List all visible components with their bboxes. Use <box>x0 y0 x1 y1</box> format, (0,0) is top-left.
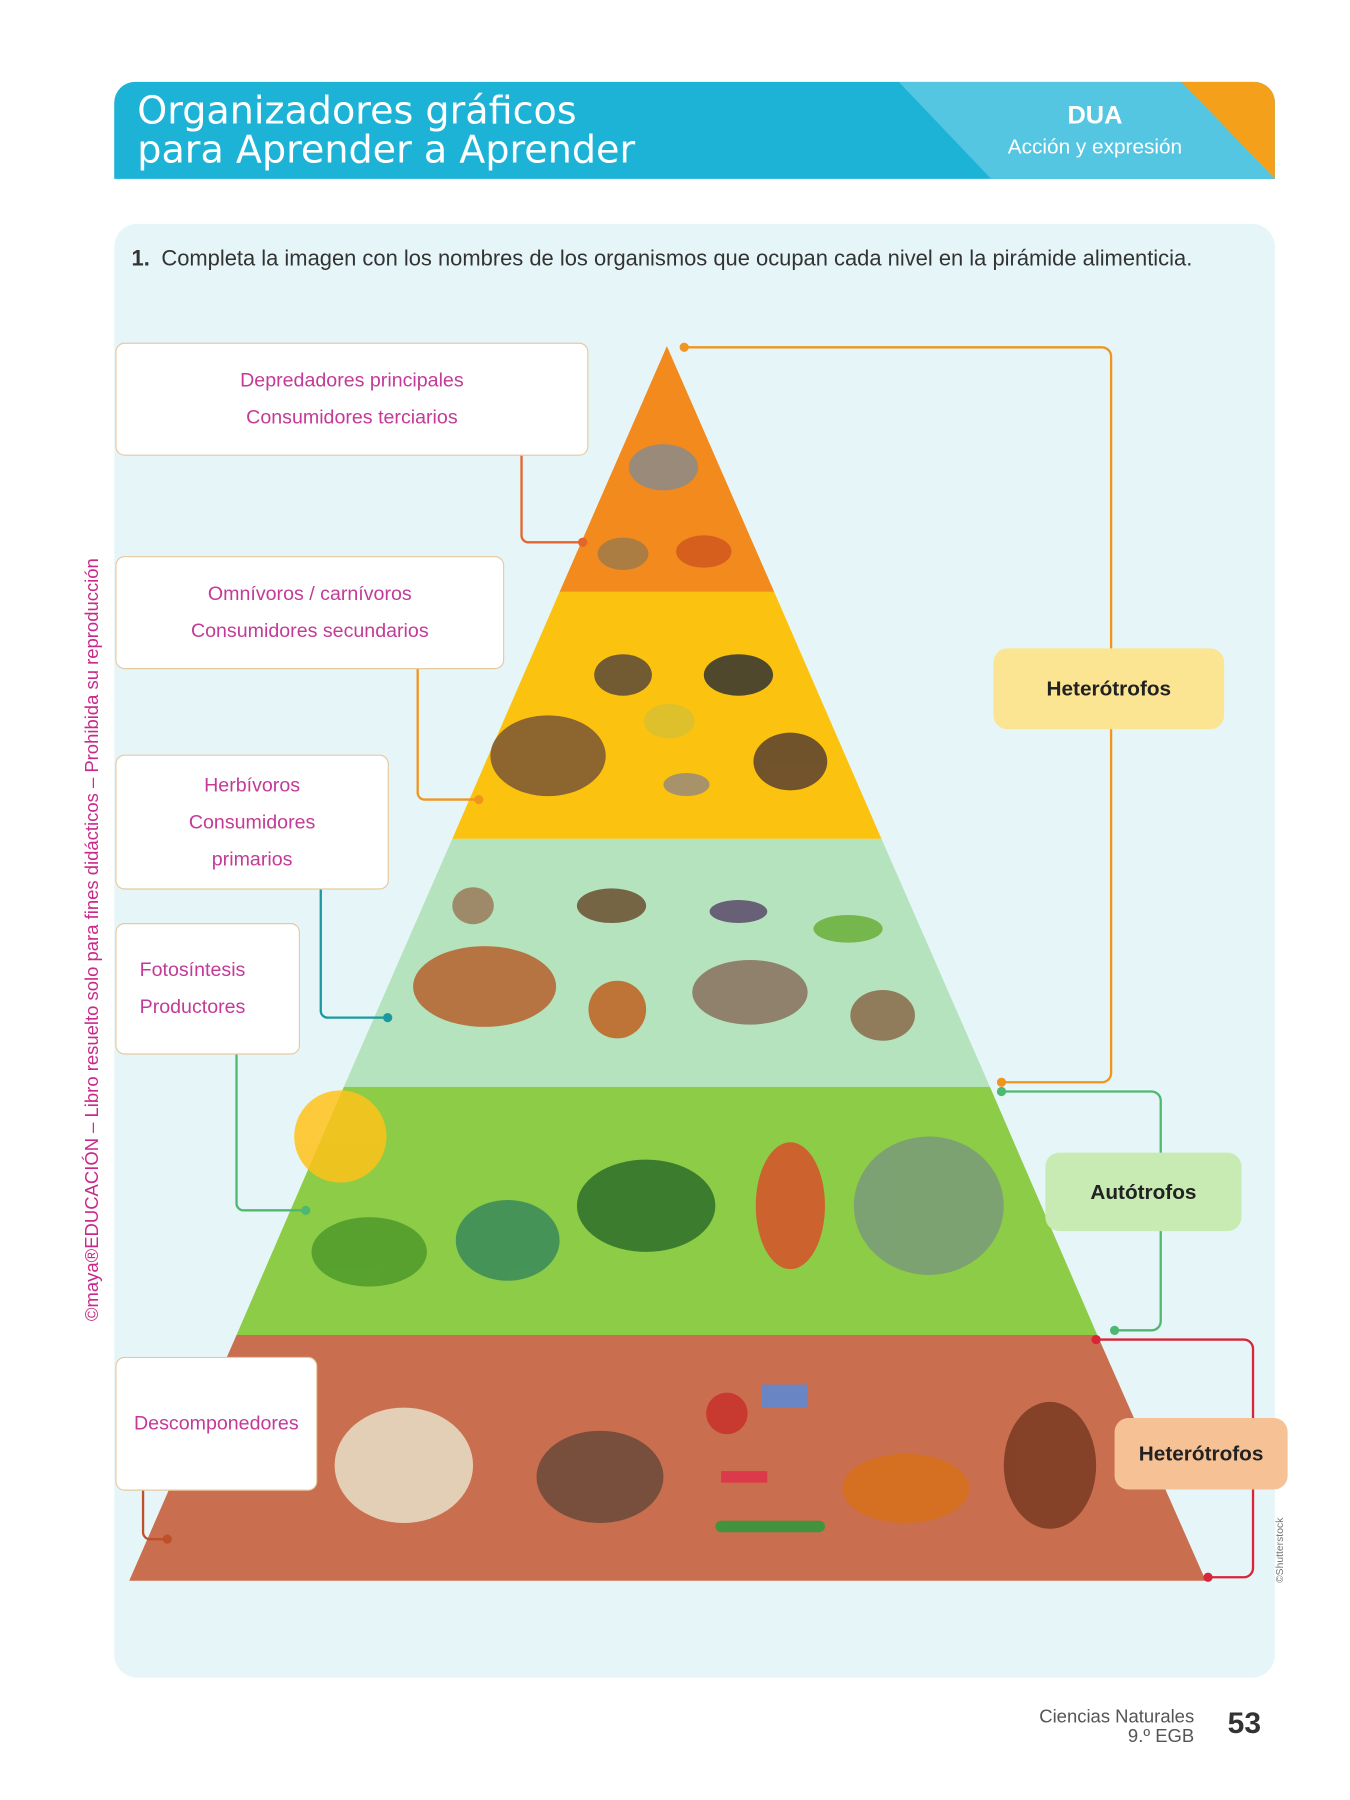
dua-subtitle: Acción y expresión <box>1007 134 1183 159</box>
tag-heterotrophs-bottom: Heterótrofos <box>1114 1418 1288 1490</box>
image-credit: ©Shutterstock <box>1273 1517 1286 1584</box>
animal-illustrations <box>294 444 1097 1533</box>
tag-autotrophs: Autótrofos <box>1045 1152 1242 1232</box>
header-decoration <box>898 81 1275 179</box>
dua-label: DUA <box>1067 100 1123 130</box>
question: 1.Completa la imagen con los nombres de … <box>131 246 1193 272</box>
copyright-notice: ©maya®EDUCACIÓN – Libro resuelto solo pa… <box>83 558 103 1322</box>
label-decomposers[interactable]: Descomponedores <box>115 1356 318 1491</box>
page-number: 53 <box>1227 1705 1262 1740</box>
tag-heterotrophs-top: Heterótrofos <box>993 648 1225 730</box>
